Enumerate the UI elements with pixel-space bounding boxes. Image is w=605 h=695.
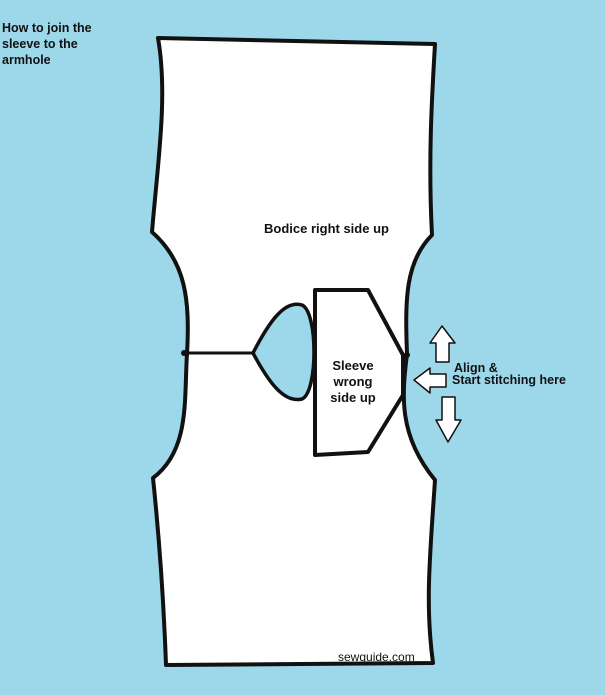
seam-marker-left	[181, 350, 187, 356]
watermark: sewguide.com	[338, 650, 415, 664]
start-stitching-label: Start stitching here	[452, 373, 566, 387]
arrow-down-icon	[435, 396, 462, 443]
seam-marker-right	[404, 352, 410, 358]
sleeve-piece	[313, 288, 405, 457]
arrow-left-icon	[413, 367, 447, 394]
arrow-up-icon	[429, 325, 456, 363]
bodice-label: Bodice right side up	[264, 221, 389, 236]
sleeve-label: Sleeve wrong side up	[330, 358, 376, 405]
align-label: Align &	[454, 361, 498, 375]
diagram-title: How to join the sleeve to the armhole	[2, 21, 92, 67]
